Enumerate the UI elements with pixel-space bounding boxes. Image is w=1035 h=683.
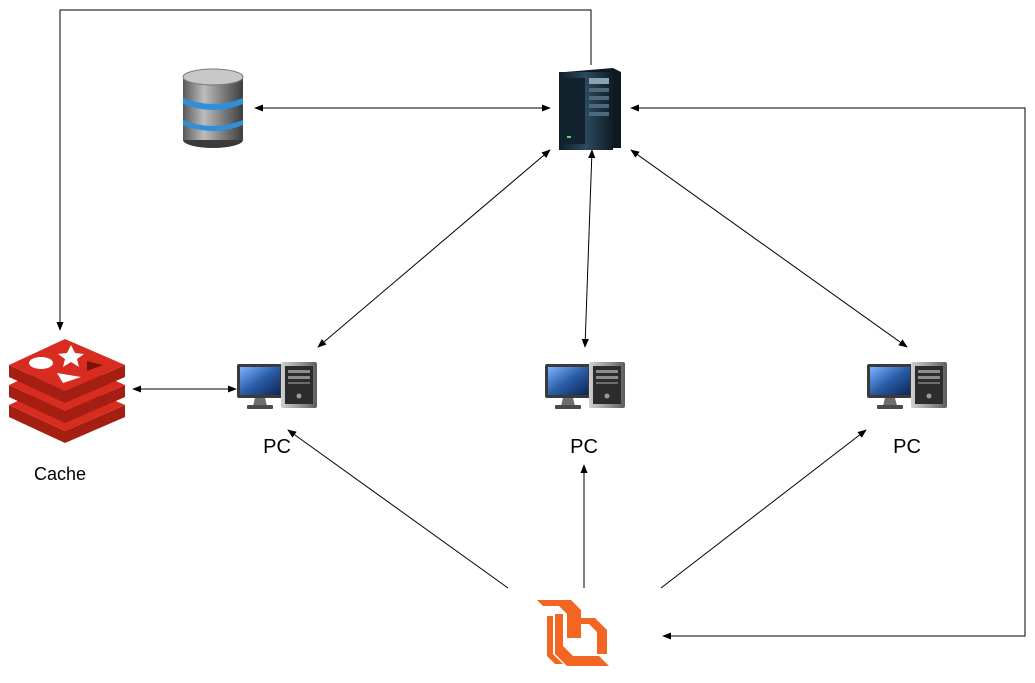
edge-websocket-to-pc-left: [287, 429, 509, 589]
pc-left-icon: [237, 362, 317, 409]
pc-right-icon: [867, 362, 947, 409]
server-tower-icon: [559, 68, 621, 150]
redis-logo-icon: [9, 339, 125, 443]
edge-server-pc-center: [581, 149, 596, 348]
edge-websocket-to-pc-right: [660, 429, 867, 589]
edge-server-to-cache: [56, 9, 592, 331]
pc-center-icon: [545, 362, 625, 409]
websocket-logo-icon: [537, 600, 609, 666]
edge-server-pc-left: [317, 149, 551, 348]
pc-left-label: PC: [263, 436, 291, 458]
cache-label: Cache: [33, 464, 87, 484]
database-cylinder-icon: [182, 68, 244, 148]
pc-right-label: PC: [893, 436, 921, 458]
edges: [56, 9, 1026, 640]
edge-server-pc-right: [630, 149, 908, 348]
edge-websocket-to-server: [630, 104, 1026, 640]
pc-center-label: PC: [570, 436, 598, 458]
